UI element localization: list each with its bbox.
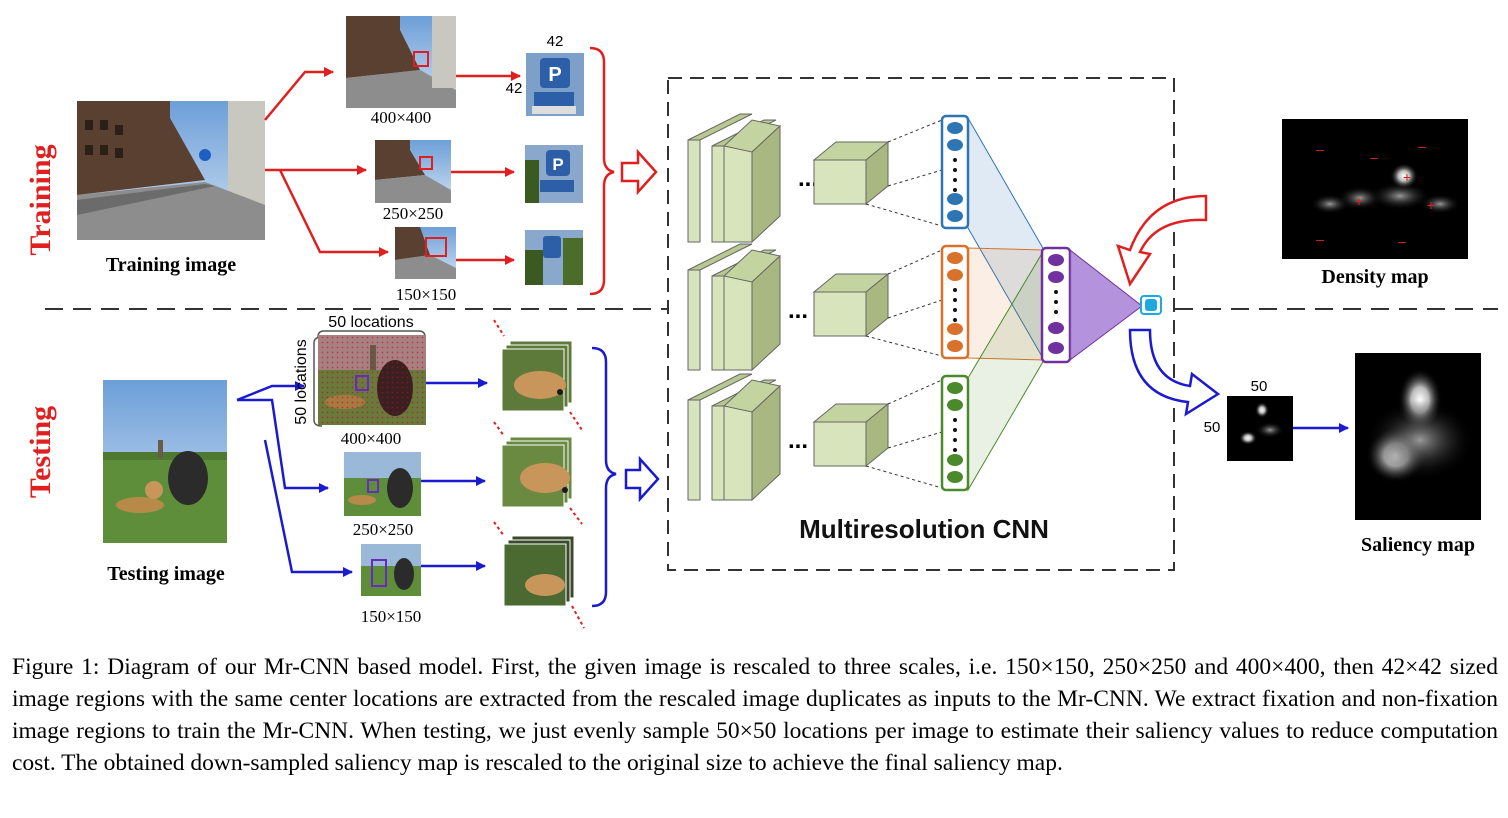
saliency-map-caption: Saliency map [1361,534,1475,556]
testing-image-caption: Testing image [107,563,225,585]
training-scaled-400 [346,16,456,108]
figure-caption: Figure 1: Diagram of our Mr-CNN based mo… [12,654,1498,776]
svg-text:+: + [1355,193,1363,209]
testing-branch-arrow-1 [236,381,305,402]
testing-brace [591,346,617,608]
svg-text:+: + [1427,197,1435,213]
cnn-branch-1: ... [687,113,970,244]
locations-side-brace [313,336,323,427]
svg-text:+: + [1403,169,1411,185]
testing-patch-stack-2 [493,421,583,525]
locations-side-label: 50 locations [293,339,310,424]
testing-scaled-400 [318,335,426,425]
training-image-caption: Training image [106,254,236,276]
training-patch-3 [525,230,583,285]
svg-text:...: ... [788,297,808,324]
testing-branch-arrow-2 [237,398,329,493]
svg-text:P: P [552,155,563,174]
downsampled-height-label: 50 [1204,419,1221,436]
training-label: Training [24,144,57,255]
testing-patch-stack-1 [493,319,583,431]
training-brace [589,46,615,296]
density-map: + + + – – – – – [1282,119,1468,259]
training-patch-2: P [525,145,583,203]
testing-branch-arrow-3 [263,439,353,577]
final-saliency-map [1355,353,1481,520]
svg-text:–: – [1316,141,1324,157]
cnn-branch-3: ... [687,373,970,502]
testing-scaled-250 [344,452,421,516]
output-fan [1069,248,1143,361]
training-branch-arrow-3 [278,169,389,257]
svg-text:P: P [548,64,561,86]
training-image [77,101,265,240]
patch-width-label: 42 [547,33,564,50]
testing-scaled-150 [361,544,421,596]
mrcnn-diagram: Training Testing Training image 400×400 … [24,16,1498,629]
density-feedback-arrow [1116,194,1208,287]
locations-top-label: 50 locations [328,314,413,331]
testing-scale-400-label: 400×400 [341,429,402,448]
svg-text:...: ... [788,427,808,454]
downsampled-width-label: 50 [1251,378,1268,395]
patch-height-label: 42 [506,80,523,97]
testing-hollow-arrow [624,455,660,503]
svg-text:–: – [1398,233,1406,249]
training-patch-1: P [526,53,584,116]
cnn-title: Multiresolution CNN [799,514,1049,544]
testing-label: Testing [24,406,57,498]
training-scale-150-label: 150×150 [396,285,457,304]
training-scaled-250 [375,140,451,203]
cnn-box [667,77,1175,571]
cnn-branch-2: ... [687,243,970,372]
saliency-output-arrow [1128,328,1221,417]
svg-text:...: ... [798,165,818,192]
svg-text:–: – [1316,231,1324,247]
testing-scale-250-label: 250×250 [353,520,414,539]
testing-image [103,380,227,543]
training-scaled-150 [395,227,456,279]
locations-top-brace [317,330,426,338]
merged-fc-layer [1040,246,1072,364]
training-hollow-arrow [620,148,658,196]
density-map-caption: Density map [1321,266,1428,288]
training-scale-400-label: 400×400 [371,108,432,127]
svg-text:–: – [1418,138,1426,154]
downsampled-saliency-map [1227,396,1293,461]
testing-patch-stack-3 [493,521,585,629]
training-scale-250-label: 250×250 [383,204,444,223]
training-branch-arrow-1 [264,67,334,121]
svg-text:–: – [1370,149,1378,165]
testing-scale-150-label: 150×150 [361,607,422,626]
